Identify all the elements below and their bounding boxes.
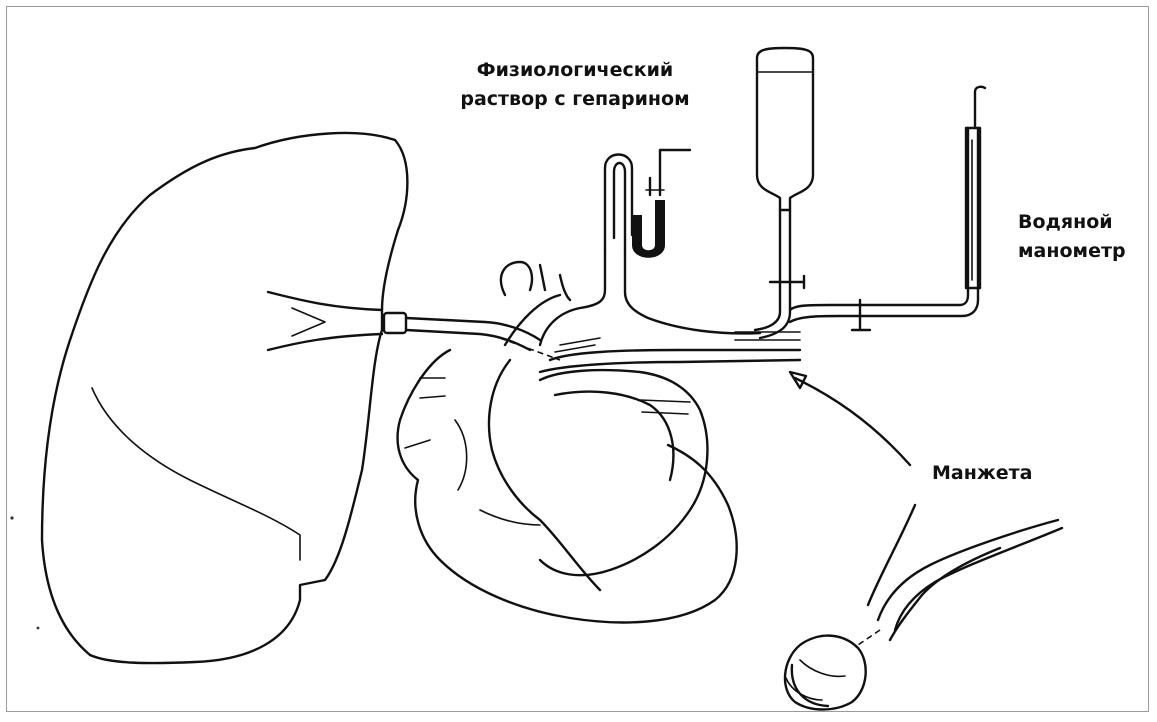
catheter-line <box>384 313 560 360</box>
manometer-label: Водяной манометр <box>1018 208 1126 266</box>
saline-label-line-1: Физиологический <box>440 56 710 85</box>
cuff-device <box>785 520 1062 710</box>
heart <box>398 250 760 622</box>
speck <box>37 627 40 630</box>
manometer-label-line-2: манометр <box>1018 237 1126 266</box>
saline-label: Физиологический раствор с гепарином <box>440 56 710 114</box>
cuff-label: Манжета <box>932 459 1032 488</box>
saline-label-line-2: раствор с гепарином <box>440 85 710 114</box>
saline-bottle <box>755 48 813 338</box>
cuff-arrows <box>790 372 915 605</box>
manometer-label-line-1: Водяной <box>1018 208 1126 237</box>
saline-u-tube <box>605 150 690 258</box>
water-manometer <box>790 87 985 330</box>
speck <box>10 516 13 519</box>
catheter-tip <box>384 313 406 333</box>
lung <box>42 133 407 663</box>
